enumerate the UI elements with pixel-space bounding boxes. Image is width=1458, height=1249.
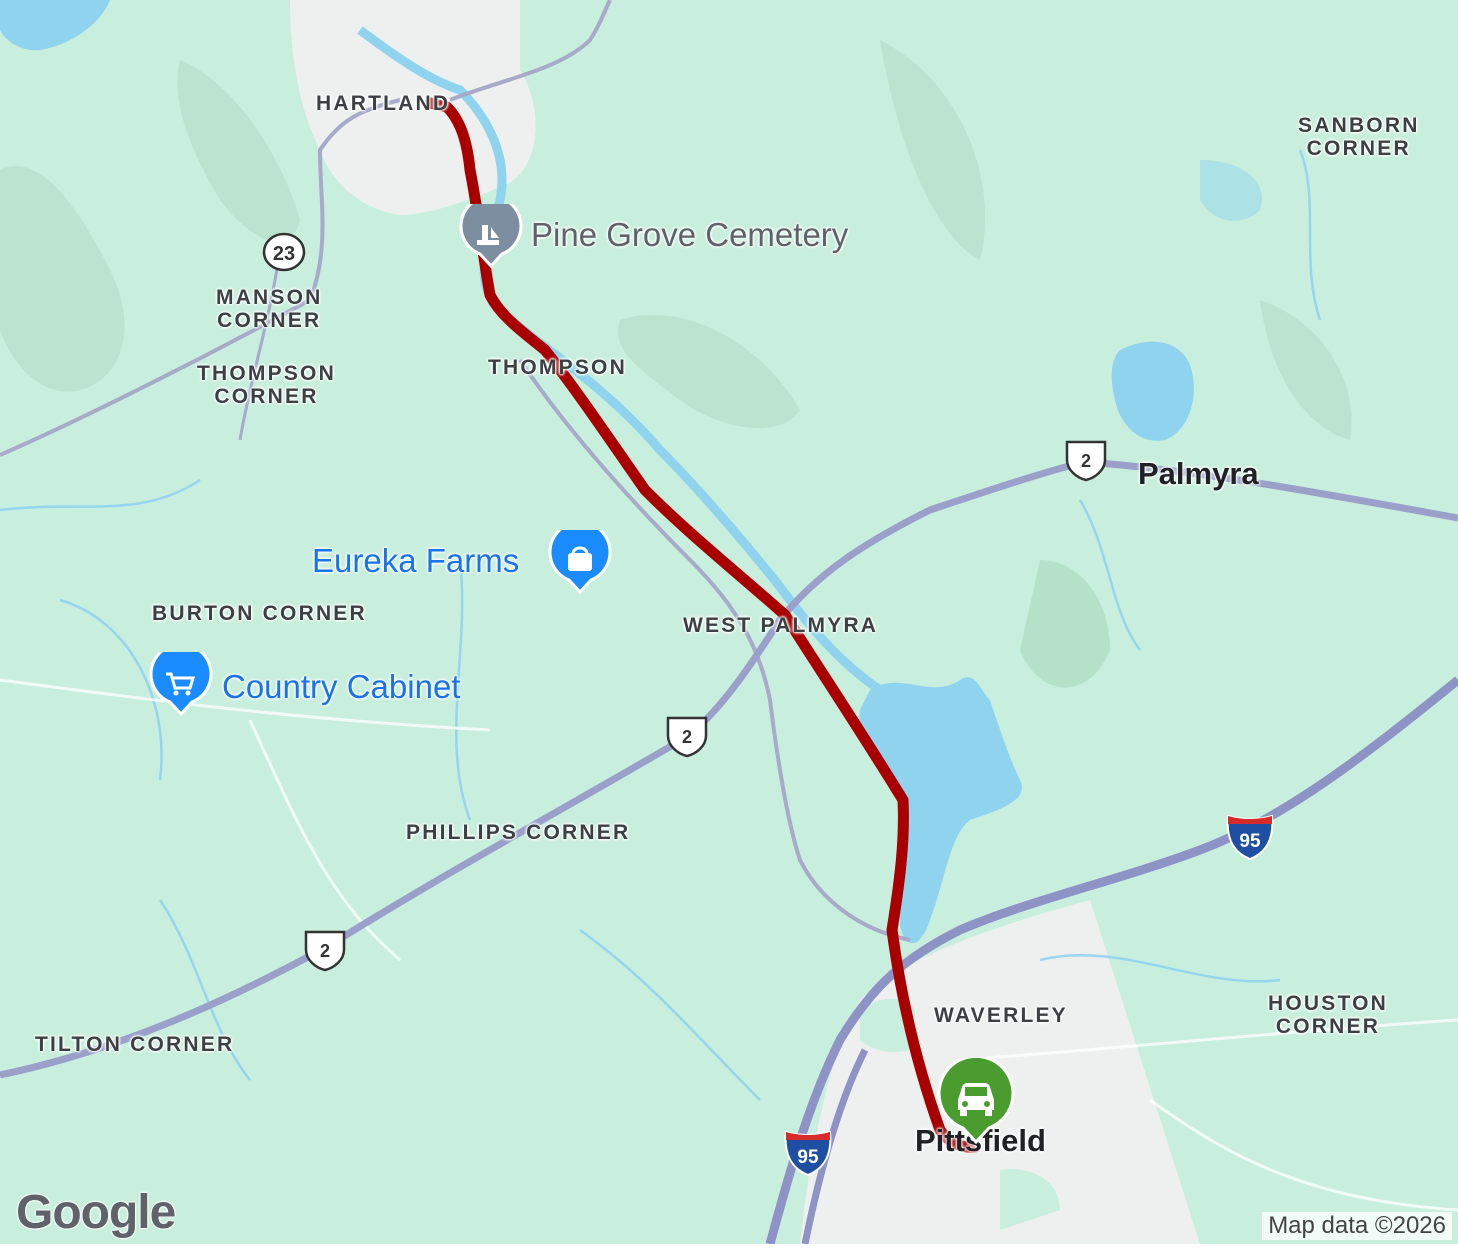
car-icon[interactable]: [936, 1058, 1016, 1144]
svg-text:95: 95: [1239, 831, 1261, 852]
cemetery-icon: [459, 204, 523, 269]
shopping-bag-icon: [548, 530, 612, 595]
water-bodies: [0, 0, 1262, 944]
shopping-cart-icon: [149, 652, 213, 717]
terrain-shading: [0, 40, 1352, 688]
us-2-shield: 2: [304, 930, 346, 972]
interstate-95: [765, 676, 1458, 1246]
streams: [0, 149, 1322, 1101]
place-label-waverley: WAVERLEY: [934, 1004, 1068, 1027]
svg-text:2: 2: [1081, 451, 1091, 471]
place-label-burton-corner: BURTON CORNER: [152, 602, 367, 625]
interstate-95-shield: 95: [1226, 814, 1274, 861]
minor-roads: [0, 678, 1458, 1212]
town-label-palmyra: Palmyra: [1138, 456, 1259, 491]
poi-label[interactable]: Eureka Farms: [312, 542, 520, 579]
google-logo: Google: [16, 1186, 176, 1239]
place-label-hartland: HARTLAND: [316, 92, 451, 115]
place-label-houston-corner: HOUSTON CORNER: [1268, 992, 1389, 1038]
place-label-thompson: THOMPSON: [488, 356, 627, 379]
svg-text:95: 95: [797, 1147, 819, 1168]
place-label-west-palmyra: WEST PALMYRA: [683, 614, 879, 637]
svg-text:2: 2: [682, 727, 692, 747]
us-2-shield: 2: [666, 716, 708, 758]
place-label-tilton-corner: TILTON CORNER: [35, 1033, 235, 1056]
route-23-shield: 23: [262, 232, 306, 272]
us-2-shield: 2: [1065, 440, 1107, 482]
map-attribution[interactable]: Map data ©2026: [1262, 1212, 1452, 1240]
svg-text:2: 2: [320, 941, 330, 961]
place-label-sanborn-corner: SANBORN CORNER: [1298, 114, 1420, 160]
poi-label[interactable]: Country Cabinet: [222, 668, 461, 705]
place-label-manson-corner: MANSON CORNER: [216, 286, 323, 332]
secondary-roads: [0, 0, 911, 942]
poi-label[interactable]: Pine Grove Cemetery: [531, 216, 849, 253]
svg-text:23: 23: [273, 243, 295, 265]
interstate-95-shield: 95: [784, 1130, 832, 1177]
place-label-thompson-corner: THOMPSON CORNER: [197, 362, 336, 408]
place-label-phillips-corner: PHILLIPS CORNER: [406, 821, 631, 844]
